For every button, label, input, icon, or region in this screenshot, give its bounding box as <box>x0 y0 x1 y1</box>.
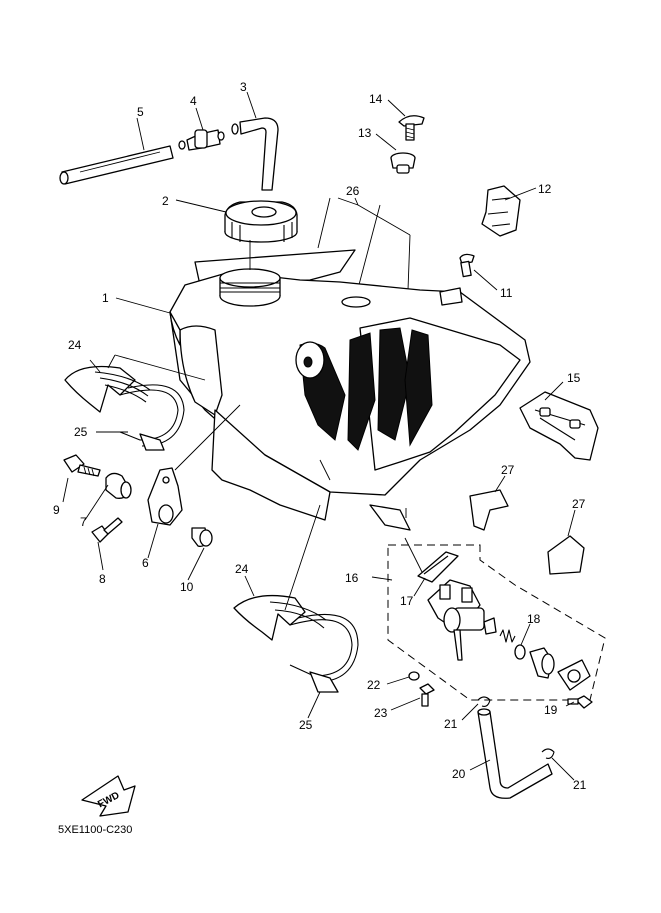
part-27-guard-upper <box>469 489 509 531</box>
part-25-band-upper <box>119 384 185 451</box>
callout-9: 9 <box>53 503 60 517</box>
diagram-code: 5XE1100-C230 <box>58 824 132 836</box>
callout-10: 10 <box>180 580 194 594</box>
callout-1: 1 <box>102 291 109 305</box>
callout-21-lower: 21 <box>573 778 587 792</box>
part-15-protector <box>519 391 599 461</box>
part-16-spring <box>499 629 516 643</box>
callout-2: 2 <box>162 194 169 208</box>
part-7-collar <box>105 472 132 499</box>
part-27-guard-lower <box>547 535 585 575</box>
part-18-o-ring <box>514 644 526 660</box>
leader-26 <box>317 197 411 346</box>
leader-lines <box>174 240 427 611</box>
callout-16: 16 <box>345 571 359 585</box>
callout-27-lower: 27 <box>572 497 586 511</box>
part-24-damper-lower <box>233 594 327 641</box>
callout-17: 17 <box>400 594 414 608</box>
callout-numbers: 5 4 3 2 14 13 26 12 11 1 24 15 25 27 9 2… <box>53 80 587 792</box>
part-16-group-box <box>387 544 606 701</box>
part-21-clip-upper <box>477 696 491 707</box>
part-11-bolt <box>459 253 475 278</box>
part-9-bolt <box>63 454 101 477</box>
callout-4: 4 <box>190 94 197 108</box>
callout-14: 14 <box>369 92 383 106</box>
part-4-joint <box>178 129 225 151</box>
part-3-bent-hose <box>231 117 279 191</box>
callout-25-upper: 25 <box>74 425 88 439</box>
callout-5: 5 <box>137 105 144 119</box>
part-22-washer <box>408 671 420 681</box>
callout-25-lower: 25 <box>299 718 313 732</box>
callout-6: 6 <box>142 556 149 570</box>
callout-3: 3 <box>240 80 247 94</box>
fwd-arrow <box>81 775 136 817</box>
callout-11: 11 <box>500 286 513 300</box>
part-1-fuel-tank <box>169 249 531 531</box>
part-25-band-lower <box>289 614 359 693</box>
part-21-clip-lower <box>541 748 555 759</box>
part-16-lever <box>529 647 555 679</box>
callout-13: 13 <box>358 126 372 140</box>
callout-8: 8 <box>99 572 106 586</box>
part-13-damper <box>390 152 416 174</box>
callout-12: 12 <box>538 182 552 196</box>
callout-22: 22 <box>367 678 381 692</box>
part-5-hose <box>59 145 174 185</box>
callout-20: 20 <box>452 767 466 781</box>
callout-15: 15 <box>567 371 581 385</box>
part-19-screw <box>567 695 593 709</box>
part-20-fuel-hose <box>477 708 553 799</box>
part-12-clip <box>481 185 521 237</box>
callout-26: 26 <box>346 184 360 198</box>
part-6-bracket <box>147 467 183 526</box>
part-16-fuel-cock <box>427 579 497 661</box>
callout-leaders <box>62 91 576 781</box>
callout-23: 23 <box>374 706 388 720</box>
part-24-damper-upper <box>64 365 151 413</box>
callout-24-lower: 24 <box>235 562 249 576</box>
callout-19: 19 <box>544 703 558 717</box>
callout-21-upper: 21 <box>444 717 458 731</box>
part-10-bolt <box>191 527 213 548</box>
part-16-plate <box>557 659 591 691</box>
callout-7: 7 <box>80 515 87 529</box>
callout-27-upper: 27 <box>501 463 515 477</box>
part-23-screw <box>419 683 435 707</box>
part-14-bolt <box>398 115 425 141</box>
part-8-bolt <box>91 517 123 543</box>
part-2-fuel-cap <box>224 200 298 243</box>
callout-24-upper: 24 <box>68 338 82 352</box>
part-17-gasket <box>417 551 459 583</box>
callout-18: 18 <box>527 612 541 626</box>
